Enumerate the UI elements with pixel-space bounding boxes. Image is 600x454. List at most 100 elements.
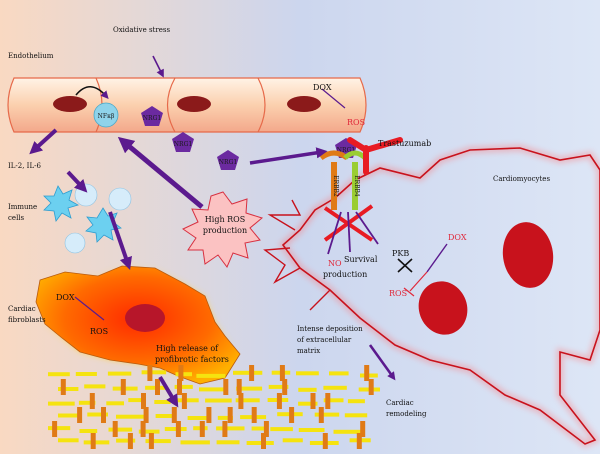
collagen-fiber [282,438,303,443]
profibrotic-label-line2: profibrotic factors [155,355,229,364]
collagen-fiber [268,384,289,389]
high-ros-label-line2: production [203,226,247,235]
collagen-fiber [329,371,349,376]
nfkb-circle [93,102,119,128]
collagen-fiber [249,365,255,381]
collagen-fiber [171,407,177,423]
cardiomyocyte-nucleus [418,281,468,335]
collagen-fiber [251,426,267,431]
dox-cardiomyocyte-label: DOX [448,233,467,242]
profibrotic-label-line1: High release of [156,344,219,353]
nrg1-label-1: NRG1 [143,115,161,122]
collagen-fiber [289,407,295,423]
collagen-fiber [187,416,211,420]
collagen-fiber [106,401,124,406]
collagen-fiber [175,372,192,377]
ecm-label-line3: matrix [297,347,320,355]
collagen-fiber [141,393,146,409]
pkb-inhibition-cross [397,258,413,273]
no-label: NO [328,259,342,268]
nfkb-label: NFκβ [98,113,115,120]
collagen-fiber [175,421,181,437]
collagen-fiber [227,407,233,423]
collagen-fiber [276,393,282,409]
collagen-fiber [107,371,132,376]
collagen-fiber [223,379,229,395]
collagen-fiber [164,427,187,431]
collagen-fiber [279,365,285,381]
ros-endothelium-label: ROS [347,118,365,127]
collagen-fiber [180,440,210,445]
arrows [29,55,448,408]
collagen-fiber [176,398,199,403]
collagen-fiber [58,387,79,391]
nfkb-activation-arrow [75,85,109,99]
collagen-fiber [344,413,368,418]
trastuzumab-label: Trastuzumab [378,139,431,148]
collagen-fiber [222,421,228,437]
ros-cardiomyocyte-label: ROS [389,289,407,298]
collagen-fiber [52,421,58,437]
collagen-fiber [78,400,96,405]
collagen-fiber [323,398,344,403]
erbb4-label: ERBB4 [353,175,360,197]
collagen-fiber [206,407,212,423]
trastuzumab-antibody [347,137,403,175]
immune-cells-label-line1: Immune [8,203,37,211]
cardiomyocyte-nucleus [502,222,554,288]
cardiac-fibroblast [35,265,241,385]
collagen-fiber [360,421,366,437]
collagen-fiber [58,413,79,418]
collagen-fiber [148,433,154,449]
collagen-fiber [238,393,244,409]
collagen-fiber [116,438,136,443]
dox-endothelium-label: DOX [313,83,332,92]
collagen-fiber [89,393,95,409]
collagen-fiber [333,429,362,434]
collagen-fiber [87,412,108,417]
collagen-fiber [60,379,66,395]
nrg1-label-4: NRG1 [337,147,355,154]
collagen-fiber [181,393,187,409]
collagen-fiber [140,421,146,437]
collagen-fiber [155,379,160,395]
immune-cells-label-line2: cells [8,214,25,222]
collagen-fiber [323,385,347,390]
collagen-fiber [322,433,328,449]
collagen-fiber [216,426,245,431]
collagen-fiber [356,433,362,449]
dox-fibroblast-label: DOX [56,293,75,302]
collagen-fiber [298,387,317,392]
collagen-fiber [314,412,340,417]
ros-fibroblast-label: ROS [90,327,108,336]
collagen-fiber [310,393,316,409]
collagen-fiber [296,371,319,376]
nrg1-label-3: NRG1 [219,159,237,166]
cardiac-fibroblasts-label-line1: Cardiac [8,305,36,313]
collagen-fiber [364,365,370,381]
collagen-fiber [233,370,263,375]
collagen-fiber [282,379,288,395]
collagen-fiber [217,415,233,420]
collagen-fiber [138,429,160,434]
cardiac-fibroblasts-label-line2: fibroblasts [8,316,46,324]
collagen-fiber [101,407,106,423]
collagen-fiber [199,421,205,437]
collagen-fiber [246,441,274,445]
ecm-label-line1: Intense deposition [297,325,363,333]
collagen-fiber [108,427,133,432]
collagen-fiber [143,407,149,423]
collagen-fiber [116,414,145,419]
collagen-fiber [174,384,193,389]
cardiomyocytes-shape [263,144,600,448]
collagen-fiber [120,379,126,395]
collagen-fiber [235,398,260,403]
collagen-fiber [325,393,331,409]
collagen-fiber [145,439,171,444]
collagen-fiber [48,401,75,406]
collagen-fiber [155,414,177,418]
collagen-fiber [318,407,324,423]
cardiomyocytes-label: Cardiomyocytes [493,175,550,183]
collagen-fiber [58,438,79,443]
